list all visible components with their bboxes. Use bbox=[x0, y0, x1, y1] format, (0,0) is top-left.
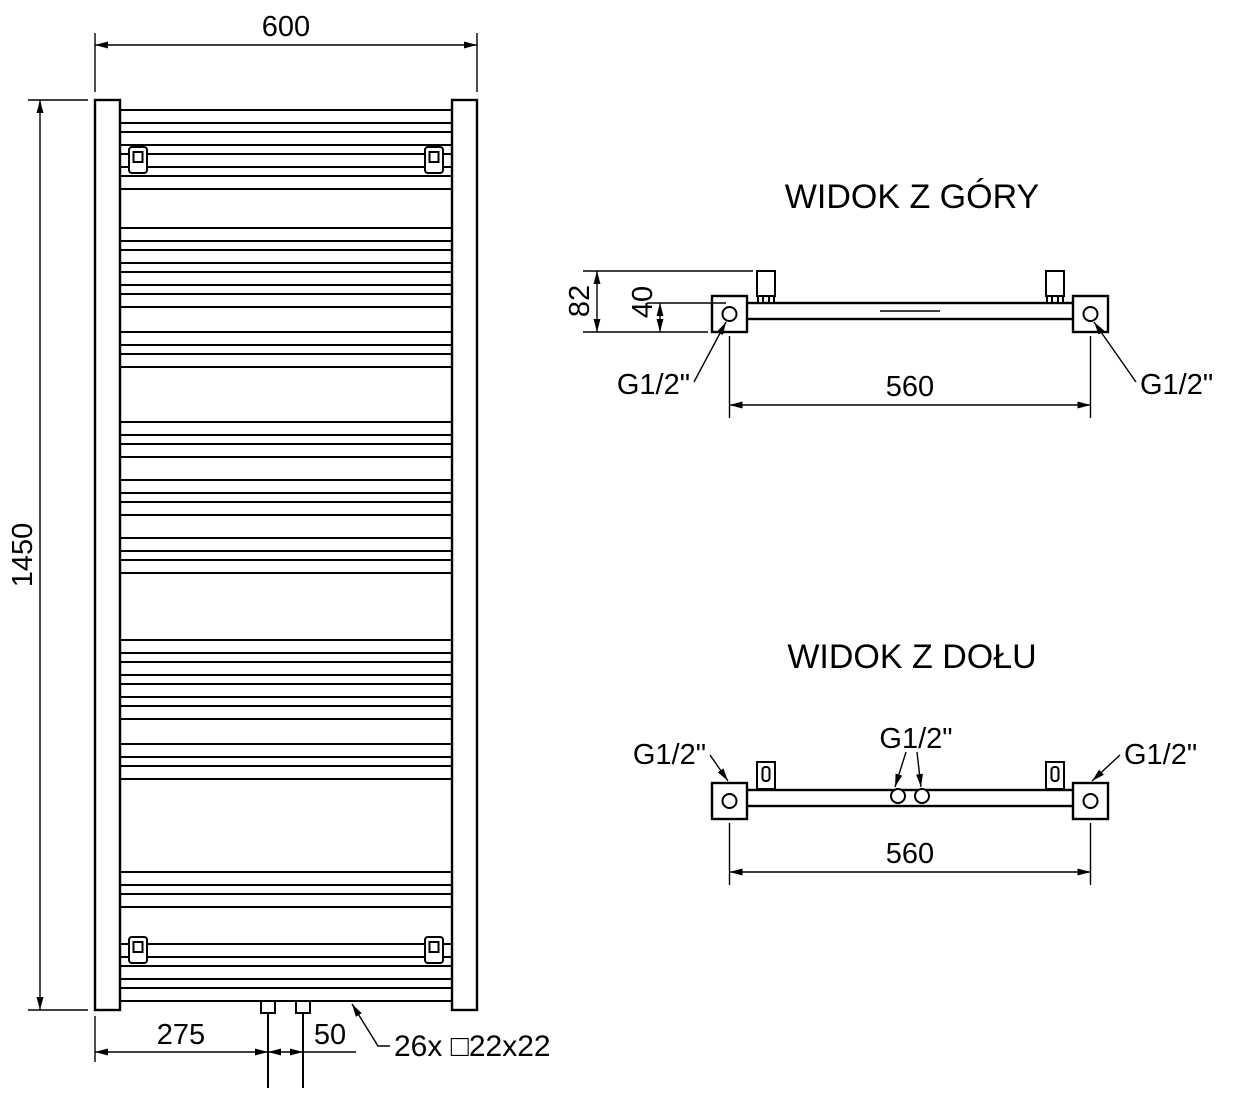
rung bbox=[119, 683, 453, 698]
svg-text:G1/2": G1/2" bbox=[879, 723, 952, 755]
bottom-spacing-dimension-label: 560 bbox=[886, 838, 934, 870]
rung bbox=[119, 943, 453, 958]
radiator-right-rail bbox=[450, 98, 479, 1012]
rung bbox=[119, 705, 453, 720]
bottom-left-thread-label: G1/2" bbox=[633, 739, 729, 782]
dim-height: 1450 bbox=[7, 99, 88, 1011]
dim-bottom-connection-spacing: 560 bbox=[728, 823, 1092, 885]
dim-top-connection-spacing: 560 bbox=[728, 336, 1092, 418]
rung bbox=[119, 743, 453, 758]
top-view-left-connector bbox=[710, 294, 749, 334]
total-depth-dimension-label: 82 bbox=[564, 285, 596, 317]
rung bbox=[119, 965, 453, 980]
bottom-right-thread-label: G1/2" bbox=[1091, 739, 1197, 782]
pipe-spacing-dimension-label: 50 bbox=[314, 1019, 346, 1051]
dim-pipe-offset: 275 bbox=[94, 1016, 268, 1062]
dim-bar-depth: 40 bbox=[627, 286, 726, 332]
height-dimension-label: 1450 bbox=[7, 523, 39, 588]
rung bbox=[119, 765, 453, 780]
dim-total-depth: 82 bbox=[564, 270, 753, 333]
wall-bracket-left bbox=[756, 270, 776, 304]
bottom-view-right-connector bbox=[1071, 781, 1110, 821]
rung bbox=[119, 421, 453, 436]
wall-bracket-left bbox=[756, 761, 776, 790]
svg-text:G1/2": G1/2" bbox=[1124, 739, 1197, 771]
mounting-bracket-top-right bbox=[424, 146, 444, 174]
bottom-view-crossbar bbox=[728, 788, 1092, 808]
mounting-bracket-bottom-right bbox=[424, 936, 444, 964]
pipe-offset-dimension-label: 275 bbox=[157, 1019, 205, 1051]
svg-text:G1/2": G1/2" bbox=[633, 739, 706, 771]
rung bbox=[119, 559, 453, 574]
width-dimension-label: 600 bbox=[262, 11, 310, 43]
rung bbox=[119, 479, 453, 494]
bottom-view-title: WIDOK Z DOŁU bbox=[787, 638, 1036, 676]
wall-bracket-right bbox=[1045, 270, 1065, 304]
rung bbox=[119, 131, 453, 146]
bottom-center-thread-label: G1/2" bbox=[879, 723, 953, 788]
rung bbox=[119, 537, 453, 552]
rung bbox=[119, 175, 453, 190]
connection-port bbox=[721, 793, 738, 809]
rung bbox=[119, 249, 453, 264]
rung bbox=[119, 639, 453, 654]
rung bbox=[119, 661, 453, 676]
connection-fitting-left bbox=[260, 1000, 276, 1088]
rung bbox=[119, 293, 453, 308]
connection-port bbox=[1082, 306, 1099, 322]
top-left-thread-label: G1/2" bbox=[617, 321, 727, 401]
mounting-bracket-top-left bbox=[128, 146, 148, 174]
connection-port bbox=[1082, 793, 1099, 809]
rung bbox=[119, 271, 453, 286]
radiator-left-rail bbox=[93, 98, 122, 1012]
rungs-note: 26x □22x22 bbox=[351, 1003, 551, 1063]
rung bbox=[119, 331, 453, 346]
rung bbox=[119, 109, 453, 124]
rung bbox=[119, 153, 453, 168]
top-right-thread-label: G1/2" bbox=[1093, 321, 1213, 401]
center-connection-port bbox=[914, 788, 930, 804]
rung bbox=[119, 871, 453, 886]
rungs-count-label: 26x □22x22 bbox=[394, 1030, 551, 1063]
rung bbox=[119, 227, 453, 242]
rung bbox=[119, 893, 453, 908]
rung bbox=[119, 353, 453, 368]
mounting-bracket-bottom-left bbox=[128, 936, 148, 964]
svg-text:G1/2": G1/2" bbox=[1140, 369, 1213, 401]
bottom-view-left-connector bbox=[710, 781, 749, 821]
top-view-right-connector bbox=[1071, 294, 1110, 334]
connection-port bbox=[721, 306, 738, 322]
front-view: 600 1450 275 50 26x □22x22 bbox=[7, 11, 551, 1088]
center-connection-port bbox=[890, 788, 906, 804]
top-view-title: WIDOK Z GÓRY bbox=[785, 178, 1039, 216]
wall-bracket-right bbox=[1045, 761, 1065, 790]
svg-text:G1/2": G1/2" bbox=[617, 369, 690, 401]
dim-width: 600 bbox=[94, 11, 478, 92]
top-spacing-dimension-label: 560 bbox=[886, 371, 934, 403]
rung bbox=[119, 443, 453, 458]
rung bbox=[119, 501, 453, 516]
bottom-view: WIDOK Z DOŁU G1/2" bbox=[633, 638, 1197, 885]
dim-pipe-spacing: 50 bbox=[268, 1019, 356, 1056]
rung bbox=[119, 987, 453, 1002]
top-view: WIDOK Z GÓRY 82 bbox=[564, 178, 1213, 418]
connection-fitting-right bbox=[295, 1000, 311, 1088]
radiator-rungs bbox=[119, 109, 453, 1002]
bar-depth-dimension-label: 40 bbox=[627, 286, 659, 318]
